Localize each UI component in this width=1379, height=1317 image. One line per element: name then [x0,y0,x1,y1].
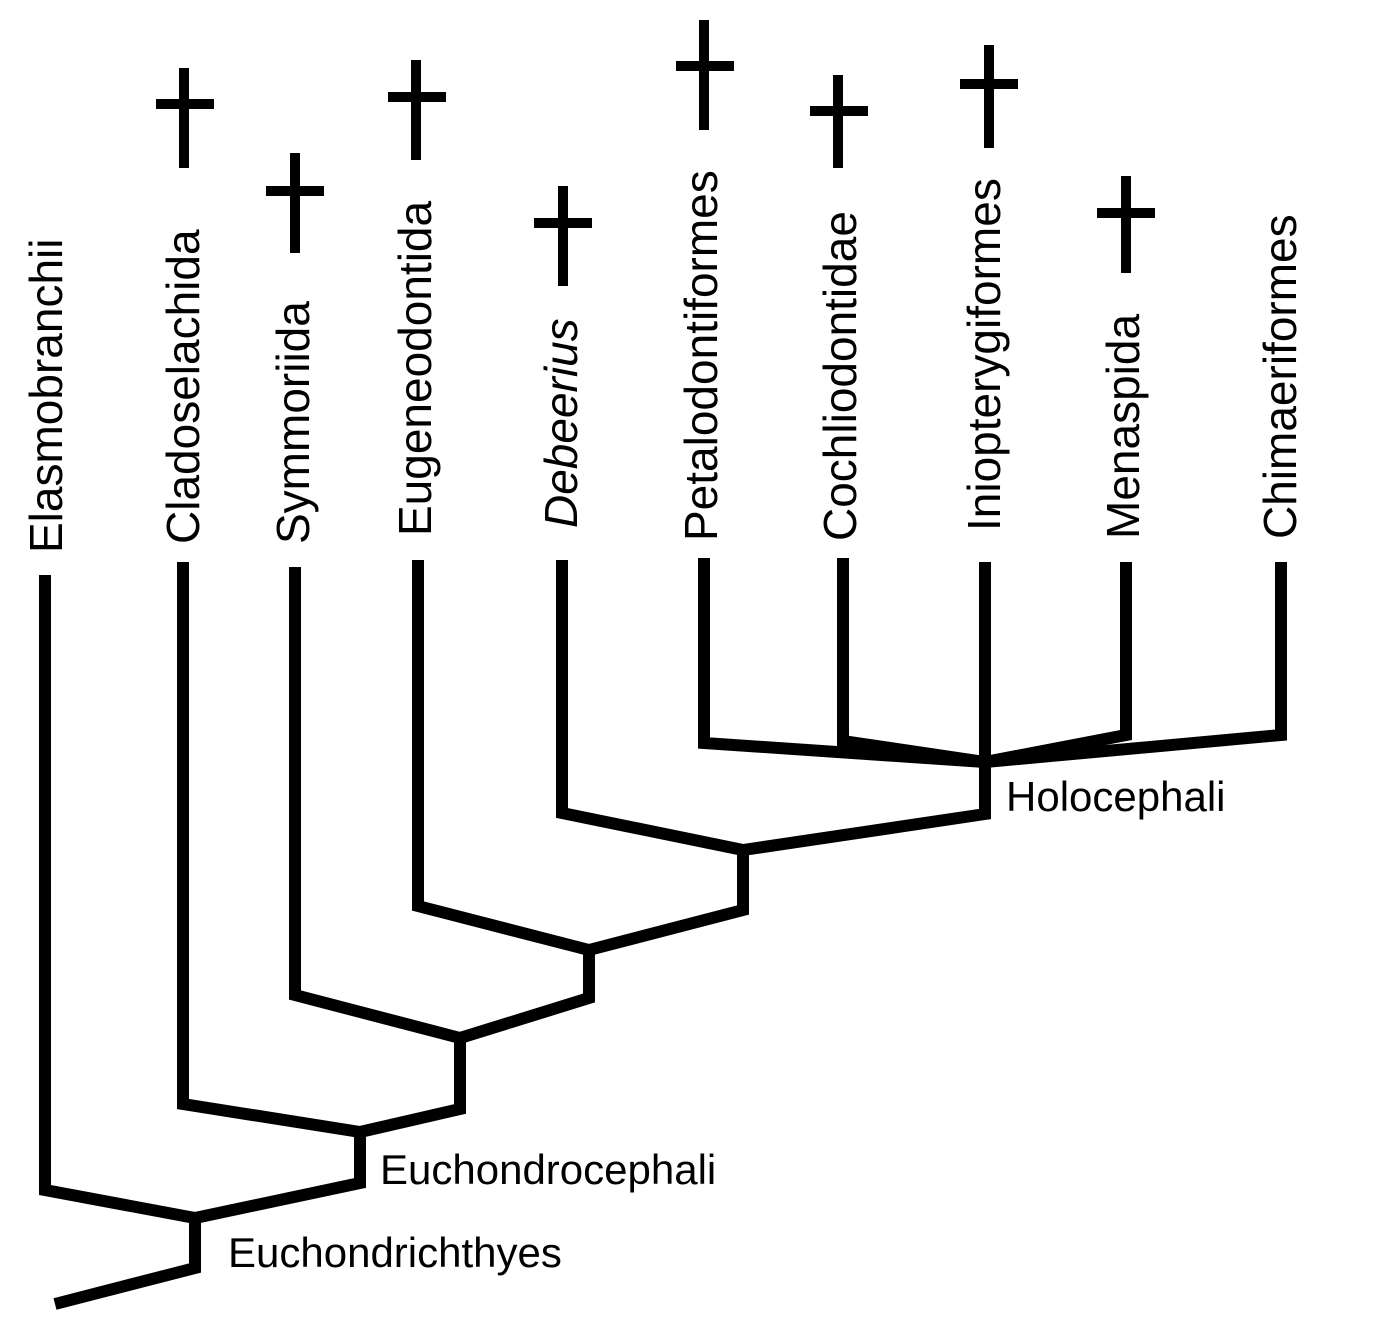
clade-label-holocephali: Holocephali [1006,773,1225,820]
dagger-icon [676,20,734,130]
taxon-label-menaspida: Menaspida [1097,314,1149,539]
branch-symmoriida [289,567,462,1044]
dagger-icon [810,75,868,168]
dagger-icon [388,60,446,160]
branch-cochliodontidae [837,558,986,768]
dagger-icon [266,153,324,253]
taxon-label-elasmobranchii: Elasmobranchii [20,239,72,553]
dagger-icon [1097,176,1155,273]
branch-node-c [587,850,749,956]
dagger-icon [534,186,592,286]
branch-euchondrocephali [193,1132,366,1224]
branch-node-a [358,1038,466,1138]
taxon-label-petalodontiformes: Petalodontiformes [675,170,727,541]
branch-chimaeriformes [984,562,1287,768]
dagger-icon [156,68,214,168]
branch-debeerius [556,560,745,856]
branch-holocephali [742,762,991,856]
branch-eugeneodontida [412,560,591,956]
clade-label-euchondrichthyes: Euchondrichthyes [228,1229,562,1276]
branch-menaspida [983,562,1132,768]
taxon-label-cladoselachida: Cladoselachida [157,229,209,544]
clade-label-euchondrocephali: Euchondrocephali [380,1146,716,1193]
taxon-label-debeerius: Debeerius [535,318,587,528]
taxon-label-eugeneodontida: Eugeneodontida [389,200,441,536]
branch-cladoselachida [177,562,361,1138]
taxon-label-symmoriida: Symmoriida [267,301,319,544]
dagger-icon [960,45,1018,148]
taxon-label-chimaeriformes: Chimaeriformes [1254,214,1306,539]
branch-elasmobranchii [39,575,197,1224]
branch-node-b [458,950,595,1044]
taxon-label-iniopterygiformes: Iniopterygiformes [958,178,1010,531]
taxon-label-cochliodontidae: Cochliodontidae [814,211,866,541]
root-branch [53,1218,201,1310]
branch-petalodontiformes [698,558,986,768]
